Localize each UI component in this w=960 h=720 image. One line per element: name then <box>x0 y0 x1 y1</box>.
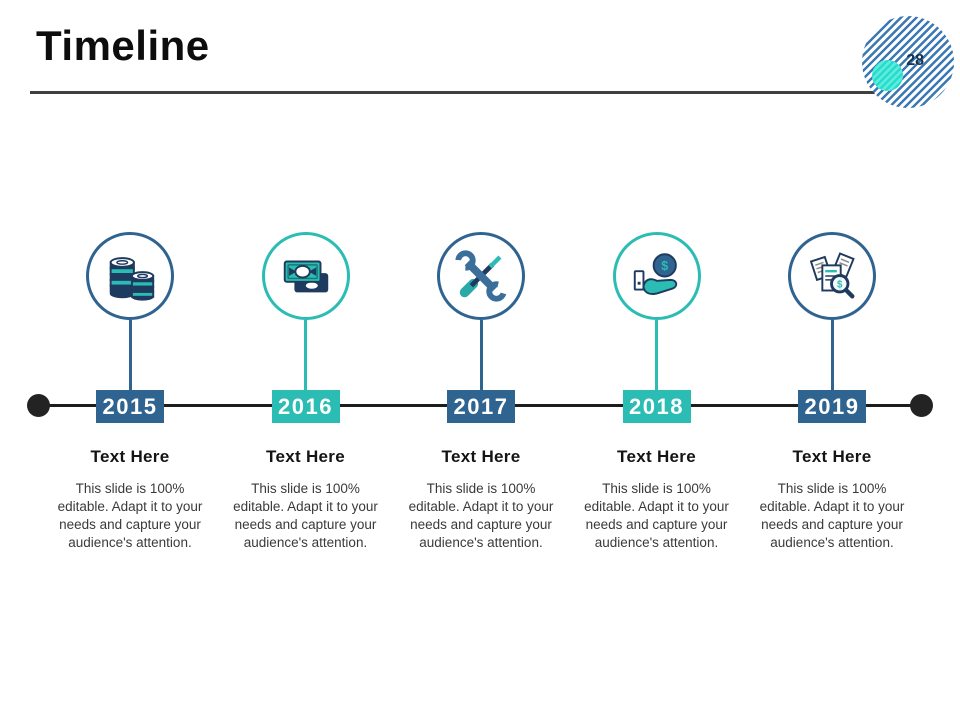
column-body-text: This slide is 100% editable. Adapt it to… <box>759 481 905 550</box>
year-label-2019: 2019 <box>798 390 866 423</box>
year-label-2015: 2015 <box>96 390 164 423</box>
column-body-text: This slide is 100% editable. Adapt it to… <box>408 481 554 550</box>
connector-stem <box>479 320 483 390</box>
column-body-text: This slide is 100% editable. Adapt it to… <box>57 481 203 550</box>
column-heading: Text Here <box>266 447 345 466</box>
timeline-column-2017: 2017 Text Here This slide is 100% editab… <box>401 232 561 592</box>
svg-text:$: $ <box>837 280 843 291</box>
year-label-2018: 2018 <box>622 390 691 423</box>
year-label-2016: 2016 <box>271 390 340 423</box>
page-number-decoration: 28 <box>856 16 956 108</box>
svg-text:$: $ <box>661 259 668 273</box>
timeline-column-2016: 2016 Text Here This slide is 100% editab… <box>226 232 386 592</box>
timeline-column-2015: 2015 Text Here This slide is 100% editab… <box>50 232 210 592</box>
hand-coin-icon: $ <box>633 253 677 295</box>
column-heading: Text Here <box>617 447 696 466</box>
column-body-text: This slide is 100% editable. Adapt it to… <box>584 481 729 550</box>
timeline-start-dot <box>27 394 50 417</box>
connector-stem <box>128 320 132 390</box>
icon-circle-2019: $ <box>788 232 876 320</box>
connector-stem <box>655 320 658 390</box>
documents-magnifier-icon: $ <box>809 252 855 299</box>
striped-circle-decoration <box>862 16 954 108</box>
column-heading: Text Here <box>792 447 872 466</box>
timeline-column-2018: $ 2018 Text Here This slide is 100% edit… <box>577 232 737 592</box>
page-number: 28 <box>906 52 924 69</box>
timeline-end-dot <box>910 394 933 417</box>
coins-stack-icon <box>109 257 155 301</box>
connector-stem <box>830 320 834 390</box>
icon-circle-2017 <box>437 232 525 320</box>
title-divider <box>30 91 932 94</box>
icon-circle-2016 <box>261 232 350 320</box>
connector-stem <box>304 320 307 390</box>
page-title: Timeline <box>36 22 210 69</box>
banknotes-icon <box>283 260 328 293</box>
column-heading: Text Here <box>441 447 521 466</box>
year-label-2017: 2017 <box>447 390 515 423</box>
timeline-columns: 2015 Text Here This slide is 100% editab… <box>50 232 912 592</box>
timeline-column-2019: $ 2019 Text Here This slide is 100% edit… <box>752 232 912 592</box>
icon-circle-2018: $ <box>612 232 701 320</box>
tools-icon <box>455 250 507 302</box>
icon-circle-2015 <box>86 232 174 320</box>
column-heading: Text Here <box>90 447 170 466</box>
column-body-text: This slide is 100% editable. Adapt it to… <box>233 481 378 550</box>
teal-circle-decoration <box>872 60 903 91</box>
